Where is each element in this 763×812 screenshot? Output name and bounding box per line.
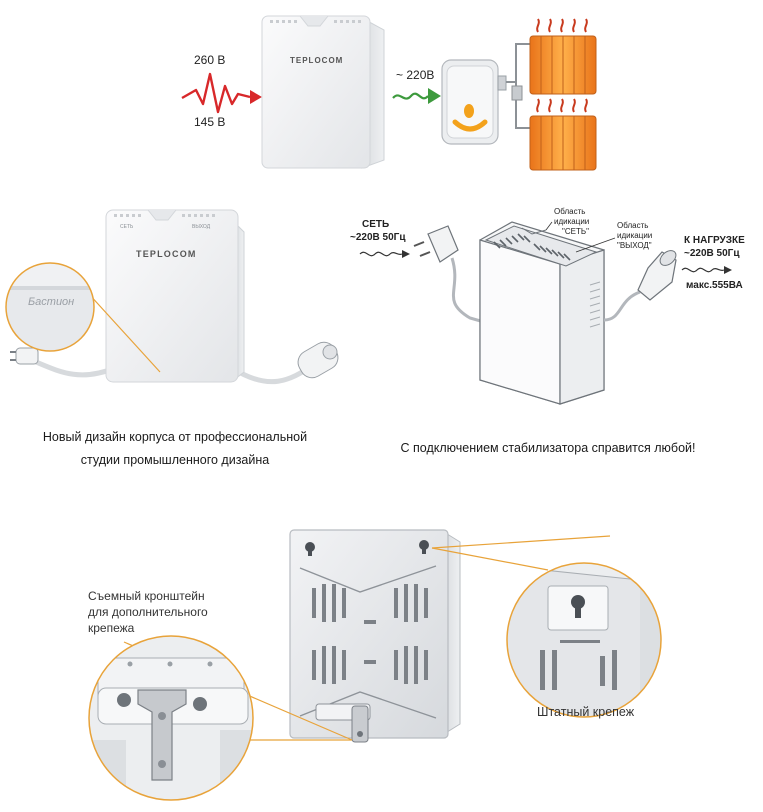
area-net-pointer	[545, 221, 553, 231]
callout-line-mount-1	[431, 547, 549, 571]
input-label-net: СЕТЬ	[362, 219, 389, 230]
load-arrow-head	[724, 266, 732, 274]
callout-bracket-line3: крепежа	[88, 621, 135, 635]
output-arrow-head	[428, 88, 441, 104]
voltage-high-label: 260 В	[194, 53, 225, 67]
area-net-label-3: "СЕТЬ"	[562, 227, 589, 236]
radiator-top	[529, 18, 597, 95]
boiler-thermostat	[441, 59, 507, 145]
area-out-label-3: "ВЫХОД"	[617, 241, 652, 250]
removable-bracket	[315, 703, 371, 743]
brand-label-middle: TEPLOCOM	[136, 249, 197, 259]
area-net-label-1: Область	[554, 207, 585, 216]
output-voltage-label: ~ 220В	[396, 68, 434, 82]
load-label-voltage: ~220В 50Гц	[684, 248, 740, 259]
caption-new-design-line1: Новый дизайн корпуса от профессиональной	[42, 430, 308, 444]
callout-standard-mount: Штатный крепеж	[537, 705, 635, 719]
surge-arrow-head	[250, 90, 262, 104]
section-output: ~ 220В	[392, 68, 441, 104]
caption-easy-connection: С подключением стабилизатора справится л…	[400, 441, 696, 455]
heat-flame-icon	[536, 98, 588, 113]
surge-wave-icon	[181, 72, 251, 114]
caption-new-design-line2: студии промышленного дизайна	[80, 453, 270, 467]
heat-flame-icon	[536, 18, 588, 33]
wall-plug-icon	[413, 225, 485, 324]
thermostat-knob-icon	[464, 104, 474, 118]
caption-new-design: Новый дизайн корпуса от профессиональной…	[30, 426, 320, 472]
area-net-label-2: идикации	[554, 217, 589, 226]
load-label-title: К НАГРУЗКЕ	[684, 235, 745, 246]
magnifier-brand-logo: Бастион	[5, 262, 95, 352]
magnified-logo-text: Бастион	[28, 296, 74, 308]
heating-pipes	[506, 43, 530, 129]
magnifier-standard-mount	[506, 562, 662, 718]
callout-bracket-line1: Съемный кронштейн	[88, 589, 205, 603]
output-wave-icon	[392, 92, 429, 100]
area-out-label-2: идикации	[617, 231, 652, 240]
stabilizer-device-with-cables: СЕТЬ ВЫХОД TEPLOCOM	[10, 209, 339, 385]
input-arrow-head	[402, 250, 410, 258]
voltage-low-label: 145 В	[194, 115, 225, 129]
magnifier-bracket	[88, 635, 254, 801]
stabilizer-device-front: TEPLOCOM	[261, 15, 385, 169]
thermostat-smile-icon	[452, 119, 488, 132]
panel-label-net: СЕТЬ	[120, 224, 134, 230]
callout-line-mount-2	[431, 535, 611, 549]
radiator-bottom	[529, 98, 597, 171]
section-voltage-input: 260 В 145 В	[181, 53, 262, 129]
area-out-label-1: Область	[617, 221, 648, 230]
input-wave-icon	[359, 251, 403, 257]
callout-bracket-line2: для дополнительного	[88, 605, 208, 619]
input-label-voltage: ~220В 50Гц	[350, 232, 406, 243]
area-out-pointer	[575, 237, 616, 253]
output-socket-icon	[297, 341, 339, 379]
back-plate-assembly	[289, 529, 461, 743]
callout-bracket: Съемный кронштейн для дополнительного кр…	[88, 588, 248, 636]
power-cable	[35, 359, 116, 378]
socket-plug-icon	[637, 250, 677, 301]
brand-label-top: TEPLOCOM	[290, 56, 343, 65]
load-label-power: макс.555ВА	[686, 280, 743, 291]
power-plug-icon	[10, 347, 39, 365]
panel-label-out: ВЫХОД	[192, 224, 211, 230]
bracket-tab	[137, 689, 187, 781]
load-wave-icon	[681, 267, 725, 273]
section-connection: СЕТЬ ~220В 50Гц	[350, 207, 745, 405]
stabilizer-device-perspective	[479, 221, 641, 405]
